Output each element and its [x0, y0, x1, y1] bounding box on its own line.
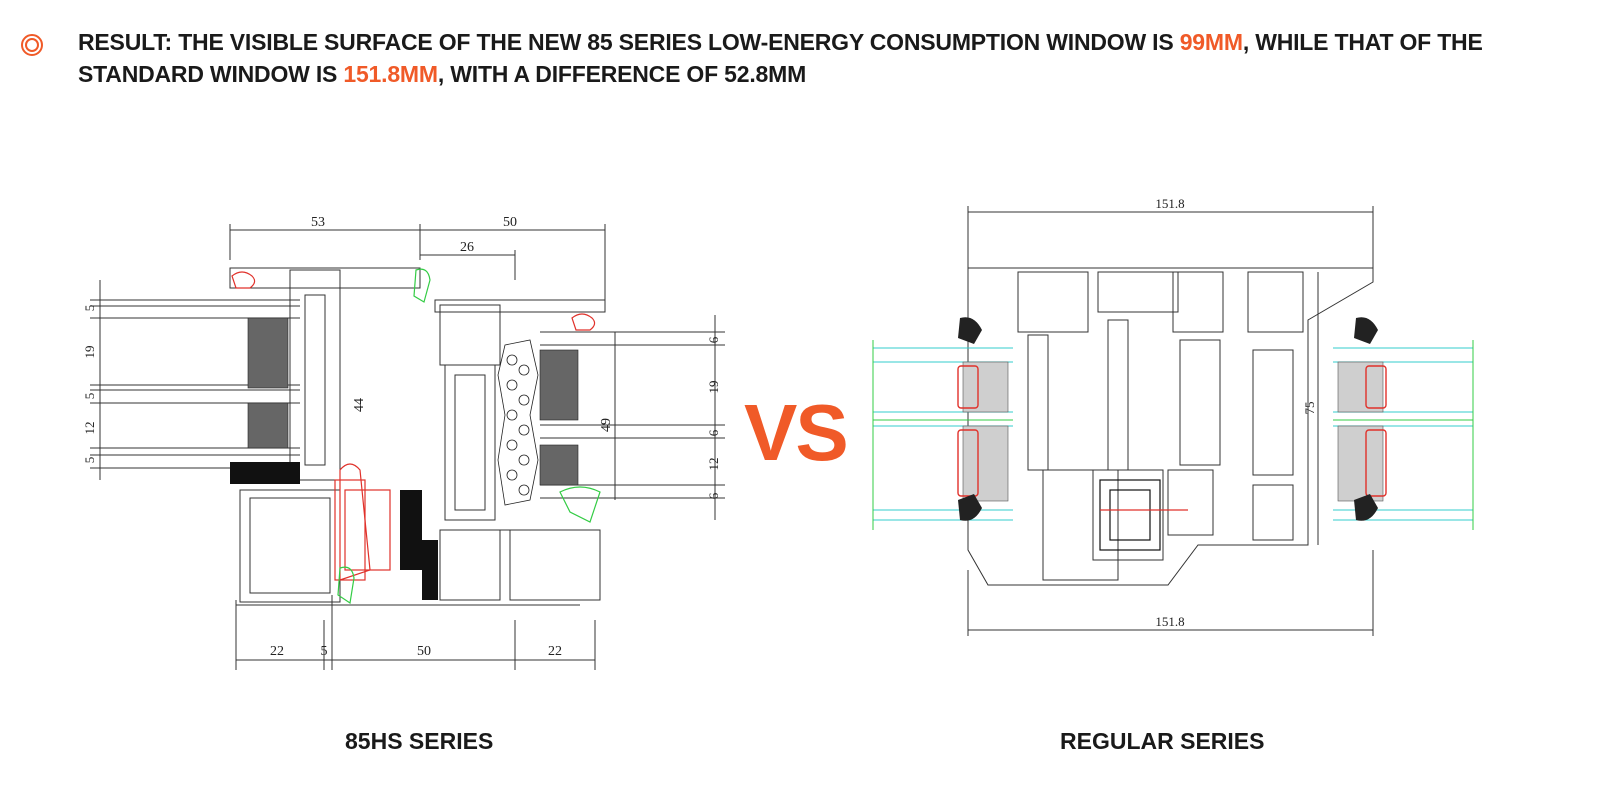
value-standard-window: 151.8MM — [343, 61, 438, 87]
caption-85hs-series: 85HS SERIES — [345, 728, 494, 754]
dim-top-26: 26 — [460, 240, 474, 255]
result-prefix: RESULT: THE VISIBLE SURFACE OF THE NEW 8… — [78, 29, 1180, 55]
dim-left-5a: 5 — [82, 305, 97, 312]
dim-right-6b: 6 — [706, 429, 721, 436]
result-middle: , WHILE THAT OF THE STANDARD WINDOW IS — [78, 29, 1483, 87]
dim-bottom-5: 5 — [321, 644, 328, 659]
dim-bottom-151-8: 151.8 — [1155, 614, 1184, 629]
dim-left-5c: 5 — [82, 457, 97, 464]
caption-regular-series: REGULAR SERIES — [1060, 728, 1265, 754]
dim-bottom-22b: 22 — [548, 644, 562, 659]
dim-left-19: 19 — [82, 346, 97, 359]
dim-top-151-8: 151.8 — [1155, 196, 1184, 211]
dim-left-12: 12 — [82, 422, 97, 435]
result-suffix: , WITH A DIFFERENCE OF 52.8MM — [437, 61, 807, 87]
dim-right-6c: 6 — [706, 492, 721, 499]
vs-label: VS — [744, 388, 849, 477]
dim-bottom-50: 50 — [417, 644, 431, 659]
dim-inner-44: 44 — [352, 398, 367, 412]
dim-top-50: 50 — [503, 215, 517, 230]
dim-height-75: 75 — [1302, 402, 1317, 415]
target-bullet-icon — [21, 34, 43, 56]
dim-right-12: 12 — [706, 458, 721, 471]
dim-right-19: 19 — [706, 381, 721, 394]
value-new-window: 99MM — [1179, 29, 1243, 55]
result-text: RESULT: THE VISIBLE SURFACE OF THE NEW 8… — [78, 26, 1578, 90]
dim-left-5b: 5 — [82, 393, 97, 400]
dim-top-53: 53 — [311, 215, 325, 230]
drawing-regular-series: 151.8 151.8 75 — [872, 196, 1474, 636]
dim-inner-49: 49 — [599, 418, 614, 432]
dim-bottom-22a: 22 — [270, 644, 284, 659]
drawing-85hs-series: 53 50 26 44 49 22 5 50 22 5 19 5 12 5 6 … — [82, 215, 725, 670]
dim-right-6a: 6 — [706, 336, 721, 343]
